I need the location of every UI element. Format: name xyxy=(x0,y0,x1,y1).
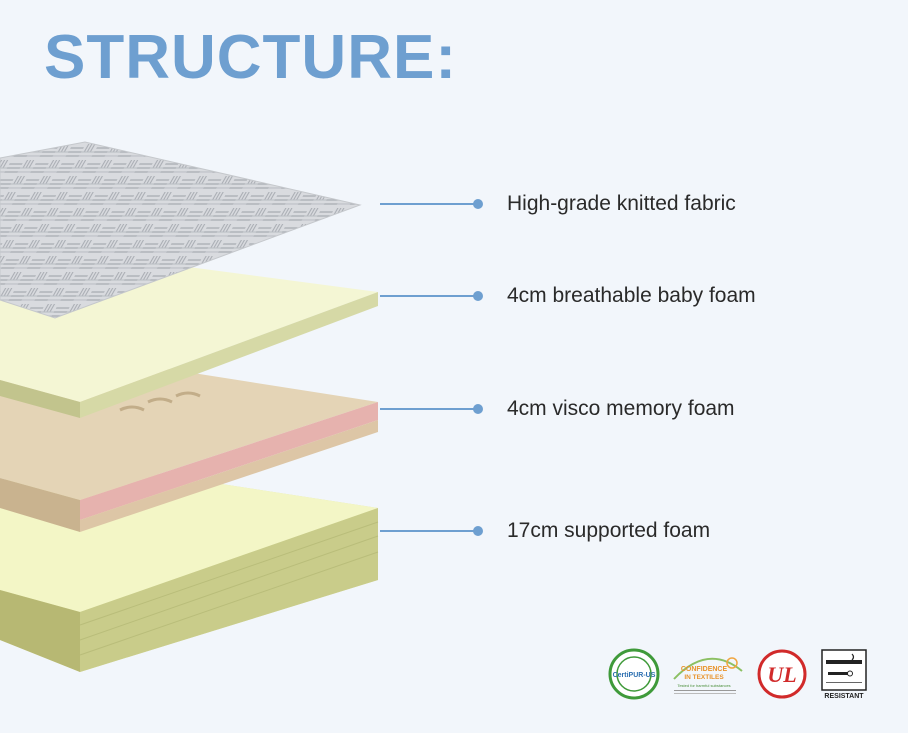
leader-dot xyxy=(473,291,483,301)
oeko-sub-text: IN TEXTILES xyxy=(684,674,724,681)
leader-dot xyxy=(473,404,483,414)
certipur-us-logo: CertiPUR-US xyxy=(608,648,660,700)
leader-line xyxy=(380,295,474,297)
layer-label: 4cm breathable baby foam xyxy=(507,284,756,308)
oeko-tested-text: Tested for harmful substances xyxy=(677,683,730,688)
ul-text: UL xyxy=(767,662,796,687)
layer-label-row: 4cm visco memory foam xyxy=(380,397,735,421)
leader-line xyxy=(380,408,474,410)
leader-line xyxy=(380,203,474,205)
oeko-tex-logo: CONFIDENCE IN TEXTILES Tested for harmfu… xyxy=(668,649,748,699)
resistant-text: RESISTANT xyxy=(824,693,864,700)
layer-label-row: 17cm supported foam xyxy=(380,519,710,543)
leader-dot xyxy=(473,199,483,209)
fire-resistant-logo: RESISTANT xyxy=(820,648,868,700)
layer-label: 17cm supported foam xyxy=(507,519,710,543)
layer-label-row: High-grade knitted fabric xyxy=(380,192,736,216)
layer-label: High-grade knitted fabric xyxy=(507,192,736,216)
oeko-title-text: CONFIDENCE xyxy=(681,666,728,673)
leader-line xyxy=(380,530,474,532)
leader-dot xyxy=(473,526,483,536)
certipur-text: CertiPUR-US xyxy=(613,672,656,679)
layer-label-row: 4cm breathable baby foam xyxy=(380,284,756,308)
ul-logo: UL xyxy=(756,648,808,700)
layer-label: 4cm visco memory foam xyxy=(507,397,735,421)
